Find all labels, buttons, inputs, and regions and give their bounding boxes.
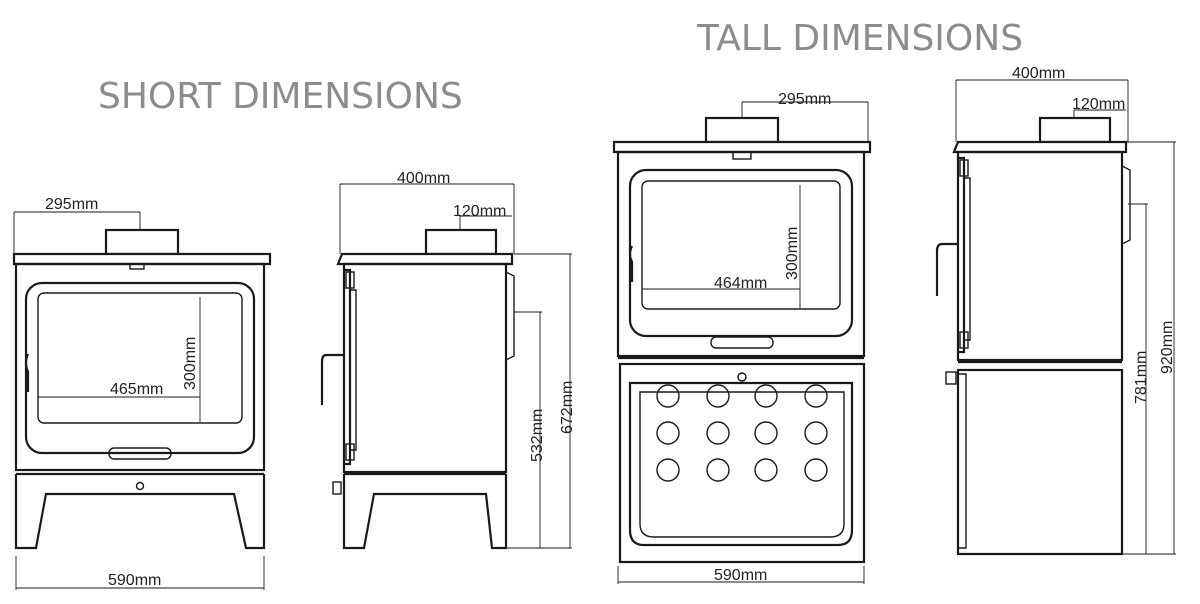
tall-side-dimensions: 400mm 120mm 781mm 920mm xyxy=(955,65,1176,555)
tall-stove-front-view xyxy=(612,116,872,564)
tall-side-depth-label: 400mm xyxy=(1012,65,1065,82)
tall-dimensions-heading: TALL DIMENSIONS xyxy=(696,18,1023,59)
tall-front-glass-width-label: 464mm xyxy=(714,275,767,292)
tall-front-dimensions: 295mm 464mm 300mm 590mm xyxy=(617,91,869,584)
short-side-flue-height-label: 532mm xyxy=(529,409,546,462)
short-front-overall-width-label: 590mm xyxy=(108,572,161,589)
tall-front-glass-height-label: 300mm xyxy=(784,227,801,280)
tall-front-overall-width-label: 590mm xyxy=(714,567,767,584)
tall-side-flue-offset-label: 120mm xyxy=(1072,96,1125,113)
store-vent-holes xyxy=(656,384,828,482)
short-side-depth-label: 400mm xyxy=(397,170,450,187)
short-stove-side-view xyxy=(320,228,515,550)
short-front-glass-width-label: 465mm xyxy=(110,381,163,398)
tall-front-flue-width-label: 295mm xyxy=(778,91,831,108)
short-front-glass-height-label: 300mm xyxy=(182,337,199,390)
short-side-dimensions: 400mm 120mm 532mm 672mm xyxy=(339,170,576,549)
short-side-overall-height-label: 672mm xyxy=(559,381,576,434)
short-front-flue-width-label: 295mm xyxy=(45,196,98,213)
tall-side-flue-height-label: 781mm xyxy=(1133,351,1150,404)
short-dimensions-heading: SHORT DIMENSIONS xyxy=(98,76,463,117)
tall-side-overall-height-label: 920mm xyxy=(1159,321,1176,374)
tall-stove-side-view xyxy=(935,116,1131,556)
short-side-flue-offset-label: 120mm xyxy=(453,203,506,220)
short-stove-front-view xyxy=(12,228,272,550)
short-front-dimensions: 295mm 465mm 300mm 590mm xyxy=(13,196,265,590)
